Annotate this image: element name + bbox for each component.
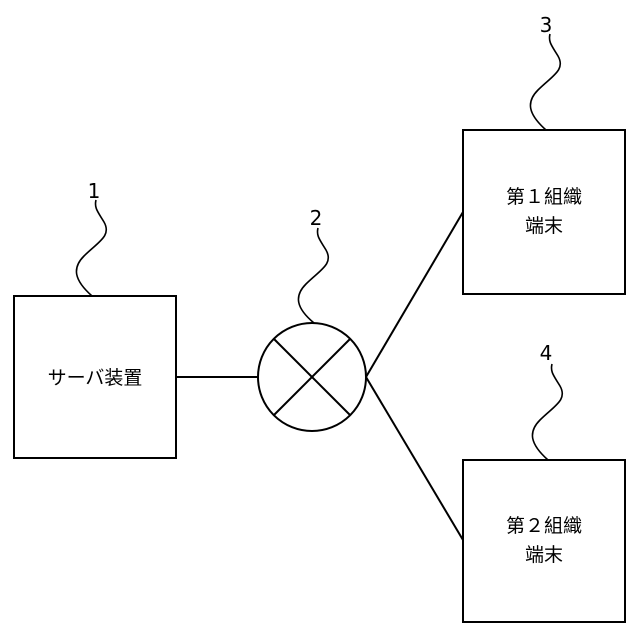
terminal-2-leader-line <box>532 364 562 460</box>
server-label: サーバ装置 <box>48 367 143 389</box>
network-node: 2 <box>258 206 366 431</box>
terminal-1-label-line1: 第１組織 <box>506 186 582 208</box>
terminal-2-ref-number: 4 <box>540 341 553 365</box>
terminal-1-box <box>463 130 625 294</box>
terminal-2-box <box>463 460 625 622</box>
network-leader-line <box>298 228 328 323</box>
terminal-1: 第１組織 端末 3 <box>463 13 625 294</box>
link-network-terminal2 <box>366 377 463 540</box>
server-leader-line <box>76 200 106 296</box>
link-network-terminal1 <box>366 212 463 377</box>
terminal-1-ref-number: 3 <box>540 13 553 37</box>
terminal-1-label-line2: 端末 <box>525 215 563 237</box>
server-device: サーバ装置 1 <box>14 179 176 458</box>
terminal-1-leader-line <box>530 34 560 130</box>
terminal-2-label-line2: 端末 <box>525 544 563 566</box>
server-ref-number: 1 <box>88 179 101 203</box>
terminal-2: 第２組織 端末 4 <box>463 341 625 622</box>
network-ref-number: 2 <box>310 206 323 230</box>
terminal-2-label-line1: 第２組織 <box>506 515 582 537</box>
